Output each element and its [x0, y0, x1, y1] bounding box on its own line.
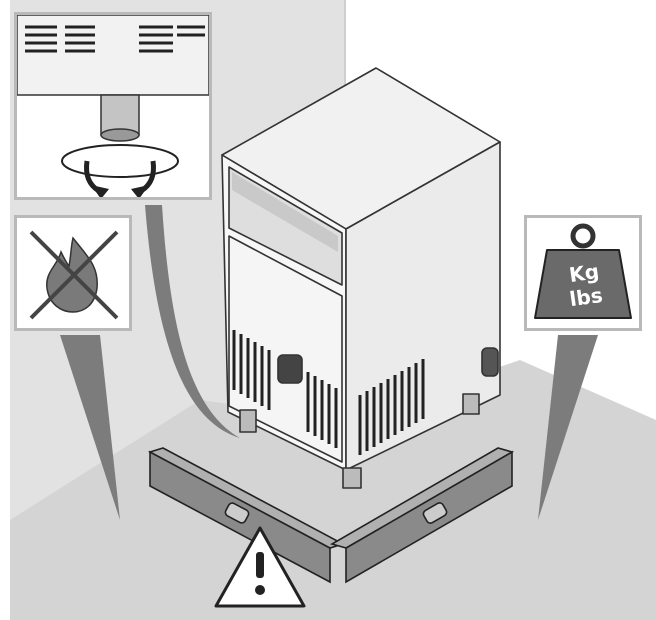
weight-kg-lbs-icon: Kg lbs [527, 218, 639, 328]
no-fire-panel [14, 215, 132, 331]
leveling-foot-rotation-icon [17, 15, 209, 197]
no-fire-icon [17, 218, 129, 328]
front-handle-icon [278, 355, 302, 383]
leveling-foot-panel [14, 12, 212, 200]
foot-front-right [343, 468, 361, 488]
foot-back-right [463, 394, 479, 414]
weight-lbs-label: lbs [568, 283, 604, 311]
side-handle-icon [482, 348, 498, 376]
foot-front-left [240, 410, 256, 432]
weight-panel: Kg lbs [524, 215, 642, 331]
